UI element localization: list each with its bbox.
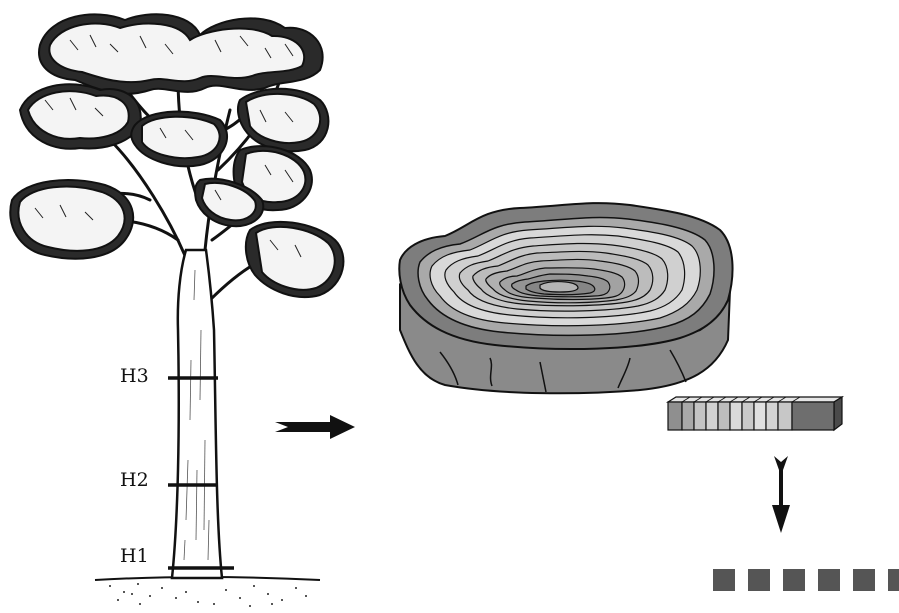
sample-square: [888, 569, 899, 591]
sample-square: [818, 569, 840, 591]
height-label-h2: H2: [120, 469, 149, 491]
disc-pith: [540, 282, 578, 292]
tree-trunk: [172, 250, 222, 578]
right-arrow: [275, 415, 355, 439]
sample-square: [748, 569, 770, 591]
height-label-h1: H1: [120, 545, 149, 567]
sample-square: [713, 569, 735, 591]
tree: [10, 14, 343, 607]
sample-square: [853, 569, 875, 591]
ground: [95, 577, 320, 607]
down-arrow: [772, 456, 790, 533]
height-label-h3: H3: [120, 365, 149, 387]
wood-strip: [668, 397, 842, 430]
sample-square: [783, 569, 805, 591]
stem-disc: [399, 203, 732, 393]
sample-squares: [713, 569, 899, 591]
tree-foliage: [10, 14, 343, 297]
